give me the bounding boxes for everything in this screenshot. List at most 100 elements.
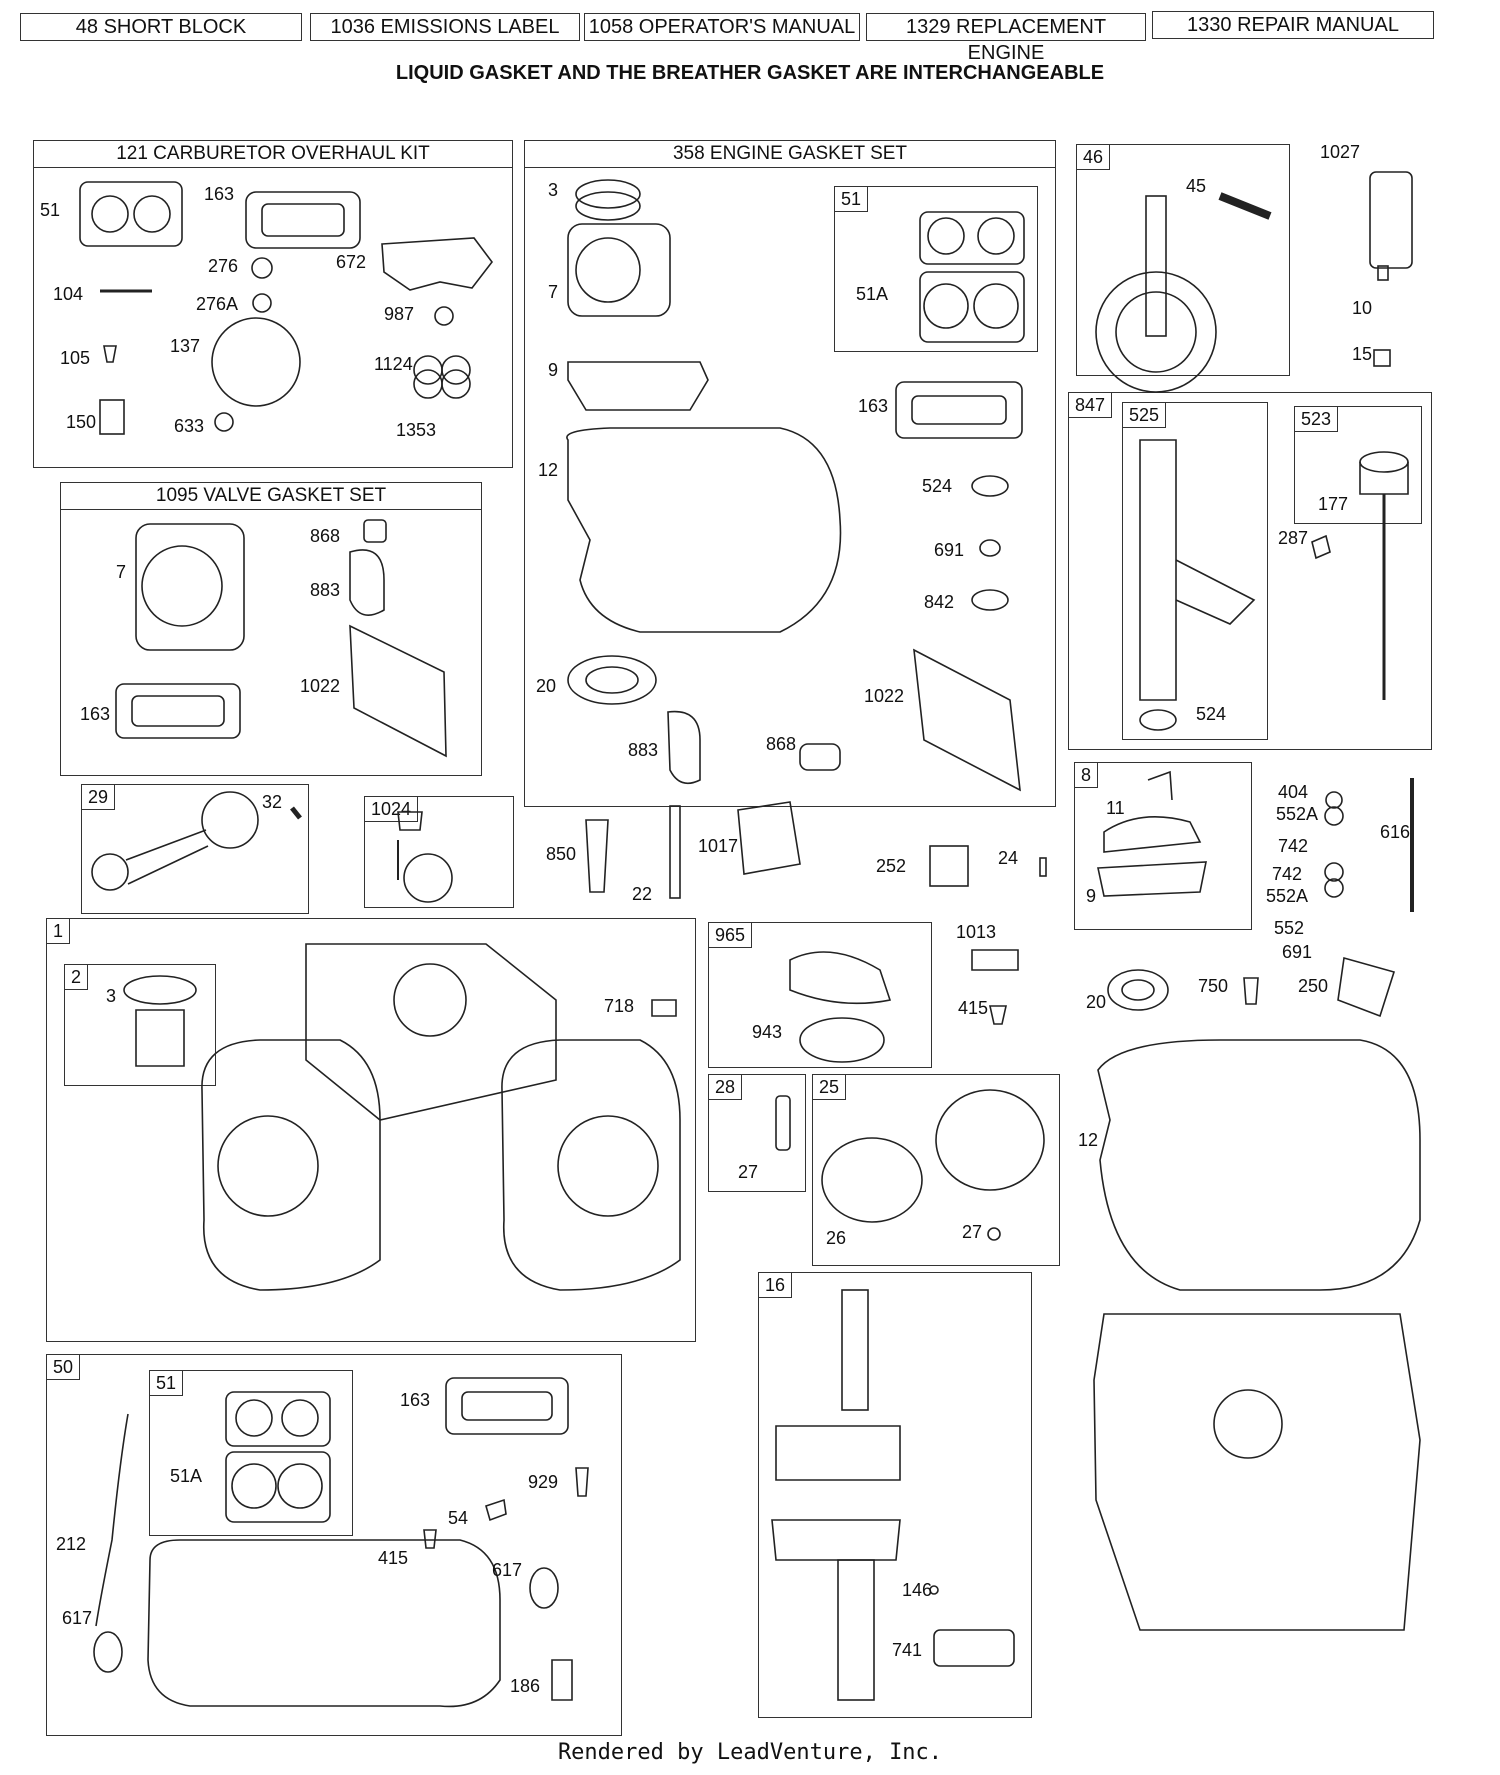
callout-1022-valve: 1022 xyxy=(300,676,341,696)
tag-25: 25 xyxy=(813,1075,847,1100)
callout-633: 633 xyxy=(174,416,205,436)
callout-212: 212 xyxy=(56,1534,87,1554)
part-965-box: 965 xyxy=(708,922,932,1068)
callout-415: 415 xyxy=(958,998,989,1018)
callout-691: 691 xyxy=(934,540,965,560)
callout-3-piston: 3 xyxy=(106,986,117,1006)
part-8-box: 8 xyxy=(1074,762,1252,930)
callout-20: 20 xyxy=(536,676,557,696)
callout-1013: 1013 xyxy=(956,922,997,942)
callout-146: 146 xyxy=(902,1580,933,1600)
callout-741: 741 xyxy=(892,1640,923,1660)
tag-46: 46 xyxy=(1077,145,1111,170)
tag-50: 50 xyxy=(47,1355,81,1380)
interchangeable-note: LIQUID GASKET AND THE BREATHER GASKET AR… xyxy=(395,62,1105,84)
tag-51-sub: 51 xyxy=(150,1371,184,1396)
callout-32: 32 xyxy=(262,792,283,812)
callout-1017: 1017 xyxy=(698,836,739,856)
tag-28: 28 xyxy=(709,1075,743,1100)
header-tab-short-block[interactable]: 48 SHORT BLOCK xyxy=(20,13,302,41)
callout-276a: 276A xyxy=(196,294,239,314)
callout-415-intake: 415 xyxy=(378,1548,409,1568)
callout-672: 672 xyxy=(336,252,367,272)
callout-9-breather: 9 xyxy=(1086,886,1097,906)
callout-12: 12 xyxy=(538,460,559,480)
callout-7-valve: 7 xyxy=(116,562,127,582)
callout-1027: 1027 xyxy=(1320,142,1361,162)
callout-868-valve: 868 xyxy=(310,526,341,546)
part-46-box: 46 xyxy=(1076,144,1290,376)
carburetor-kit-title: 121 CARBURETOR OVERHAUL KIT xyxy=(34,141,512,168)
header-tab-replacement-engine[interactable]: 1329 REPLACEMENT ENGINE xyxy=(866,13,1146,64)
callout-163-gasket: 163 xyxy=(858,396,889,416)
callout-552a-1: 552A xyxy=(1276,804,1319,824)
part-25-box: 25 xyxy=(812,1074,1060,1266)
valve-gasket-set-title: 1095 VALVE GASKET SET xyxy=(61,483,481,510)
part-525-box: 525 xyxy=(1122,402,1268,740)
callout-742-1: 742 xyxy=(1278,836,1309,856)
callout-150: 150 xyxy=(66,412,97,432)
part-28-box: 28 xyxy=(708,1074,806,1192)
part-1-box: 1 xyxy=(46,918,696,1342)
callout-868: 868 xyxy=(766,734,797,754)
tag-2: 2 xyxy=(65,965,89,990)
callout-12-sump: 12 xyxy=(1078,1130,1099,1150)
footer-credit: Rendered by LeadVenture, Inc. xyxy=(557,1740,943,1765)
callout-987: 987 xyxy=(384,304,415,324)
header-tab-operators-manual[interactable]: 1058 OPERATOR'S MANUAL xyxy=(584,13,860,41)
part-523-box: 523 xyxy=(1294,406,1422,524)
callout-137: 137 xyxy=(170,336,201,356)
callout-617-left: 617 xyxy=(62,1608,93,1628)
tag-29: 29 xyxy=(82,785,116,810)
callout-1022: 1022 xyxy=(864,686,905,706)
callout-104: 104 xyxy=(53,284,84,304)
callout-11: 11 xyxy=(1106,798,1125,818)
callout-27-pin: 27 xyxy=(738,1162,759,1182)
tag-523: 523 xyxy=(1295,407,1339,432)
callout-750: 750 xyxy=(1198,976,1229,996)
callout-7: 7 xyxy=(548,282,559,302)
part-51-box: 51 xyxy=(834,186,1038,352)
callout-524-dipstick: 524 xyxy=(1196,704,1227,724)
callout-54: 54 xyxy=(448,1508,469,1528)
callout-883: 883 xyxy=(628,740,659,760)
tag-847: 847 xyxy=(1069,393,1113,418)
callout-943: 943 xyxy=(752,1022,783,1042)
header-tab-repair-manual[interactable]: 1330 REPAIR MANUAL xyxy=(1152,11,1434,39)
tag-1024: 1024 xyxy=(365,797,419,822)
part-847-box: 847 xyxy=(1068,392,1432,750)
callout-163-valve: 163 xyxy=(80,704,111,724)
callout-1124: 1124 xyxy=(374,354,413,374)
part-1024-box: 1024 xyxy=(364,796,514,908)
callout-186: 186 xyxy=(510,1676,541,1696)
tag-16: 16 xyxy=(759,1273,793,1298)
callout-15: 15 xyxy=(1352,344,1373,364)
callout-105: 105 xyxy=(60,348,91,368)
callout-27-clip: 27 xyxy=(962,1222,983,1242)
callout-51a: 51A xyxy=(856,284,889,304)
callout-929: 929 xyxy=(528,1472,559,1492)
callout-883-valve: 883 xyxy=(310,580,341,600)
callout-718: 718 xyxy=(604,996,635,1016)
callout-163-intake: 163 xyxy=(400,1390,431,1410)
callout-616: 616 xyxy=(1380,822,1411,842)
callout-842: 842 xyxy=(924,592,955,612)
callout-20-seal: 20 xyxy=(1086,992,1107,1012)
callout-524: 524 xyxy=(922,476,953,496)
part-2-box: 2 xyxy=(64,964,216,1086)
callout-617-right: 617 xyxy=(492,1560,523,1580)
part-50-box: 50 xyxy=(46,1354,622,1736)
part-16-box: 16 xyxy=(758,1272,1032,1718)
callout-691-breather: 691 xyxy=(1282,942,1313,962)
callout-177: 177 xyxy=(1318,494,1349,514)
callout-276: 276 xyxy=(208,256,239,276)
callout-250: 250 xyxy=(1298,976,1329,996)
header-tab-emissions-label[interactable]: 1036 EMISSIONS LABEL xyxy=(310,13,580,41)
callout-287: 287 xyxy=(1278,528,1309,548)
tag-525: 525 xyxy=(1123,403,1167,428)
callout-252: 252 xyxy=(876,856,907,876)
callout-3: 3 xyxy=(548,180,559,200)
callout-51a-intake: 51A xyxy=(170,1466,203,1486)
callout-51: 51 xyxy=(40,200,61,220)
valve-gasket-set-box: 1095 VALVE GASKET SET xyxy=(60,482,482,776)
